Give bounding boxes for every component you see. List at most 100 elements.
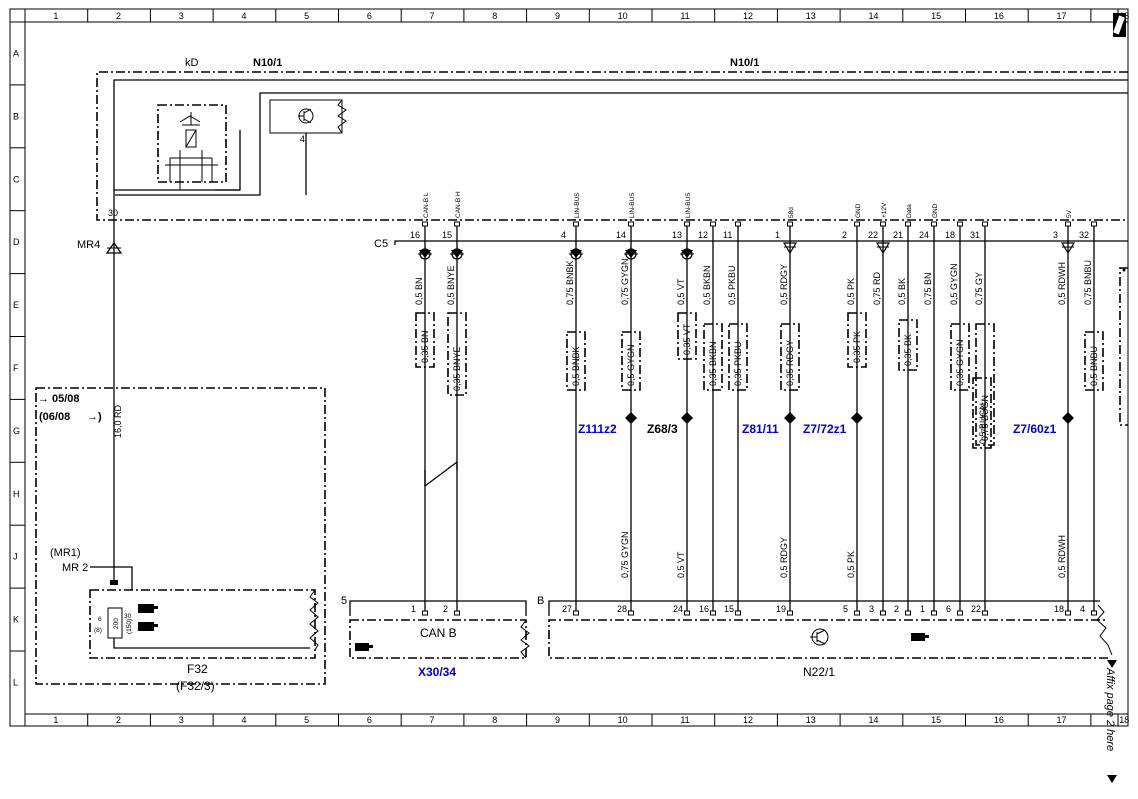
frame (9, 8, 1129, 727)
transistor-icon (298, 108, 314, 124)
grid-col-1: 1 (53, 11, 58, 21)
pin-num-p31: 31 (970, 230, 980, 240)
pin-signal-p22: +12V (881, 202, 888, 218)
pin-signal-p15: CAN-B H (455, 191, 462, 218)
grid-row-L: L (13, 677, 18, 687)
connector-5-label: 5 (341, 595, 347, 607)
hand-pointer-icon-3 (355, 643, 373, 651)
pin-num-p11: 11 (723, 230, 732, 240)
grid-col-4: 4 (241, 11, 246, 21)
n10-label-right: N10/1 (730, 57, 759, 69)
fuse-30: 30 (124, 613, 132, 620)
wire-label-p31: 0,75 GY (974, 272, 984, 305)
grid-col-6: 6 (367, 11, 372, 21)
transistor-icon-n22 (810, 628, 829, 646)
pin-bottom-p31: 22 (971, 604, 981, 614)
pin-column-p31: 31 22 0,75 GY 0,75 BUGN (970, 221, 995, 616)
grid-col-bottom-4: 4 (241, 715, 246, 725)
pin-num-p2: 2 (842, 230, 847, 240)
mr4-label: MR4 (77, 239, 100, 251)
pin-num-p22: 22 (868, 230, 878, 240)
grid-col-16: 16 (994, 11, 1004, 21)
pin-bottom-p22: 3 (869, 604, 874, 614)
pin-column-p3: 5V 3 18 0,5 RDWH 0,5 RDWH (1053, 209, 1076, 616)
fuse-pin6: 6 (98, 616, 102, 623)
wire-label-p21: 0,5 BK (897, 278, 907, 305)
wire-box-label-p2: 0,35 PK (852, 331, 862, 363)
wire-box-label-p1: 0,35 RDGY (785, 340, 795, 386)
pin-num-p1: 1 (775, 230, 780, 240)
x30-34-label: X30/34 (418, 665, 456, 679)
hand-pointer-icon-4 (911, 633, 929, 641)
grid-col-17: 17 (1057, 11, 1067, 21)
fuse-pin8: (8) (94, 627, 102, 634)
n10-label-left: N10/1 (253, 57, 282, 69)
wire-box-label-p4: 0,5 BNBK (571, 346, 581, 386)
grid-col-bottom-3: 3 (179, 715, 184, 725)
grid-row-J: J (13, 552, 18, 562)
pin-num-p13: 13 (672, 230, 682, 240)
hand-pointer-icon-2 (138, 622, 158, 631)
pin-num-p15: 15 (442, 230, 452, 240)
down-arrow-icon (1107, 660, 1117, 668)
grid-col-bottom-15: 15 (931, 715, 941, 725)
pin-num-p24: 24 (919, 230, 929, 240)
pin-bottom-p1: 19 (776, 604, 786, 614)
pin-bottom-p12: 16 (699, 604, 709, 614)
wire-low-label-p18: 0,5 BUGN (978, 403, 988, 444)
wire-low-label-p3: 0,5 RDWH (1057, 535, 1067, 578)
splice-z81-11: Z81/11 (742, 422, 779, 436)
grid-col-12: 12 (743, 11, 753, 21)
mr4-connector: MR4 (77, 220, 123, 580)
grid-col-bottom-2: 2 (116, 715, 121, 725)
date-paren: (06/08 (39, 411, 70, 423)
splice-z68-3: Z68/3 (647, 422, 678, 436)
pin-bottom-p18: 6 (946, 604, 951, 614)
wire-low-label-p2: 0,5 PK (846, 551, 856, 578)
pin-bottom-p13: 24 (673, 604, 683, 614)
splice-z111z2: Z111z2 (578, 422, 617, 436)
date-arrow-icon-2: →) (87, 411, 102, 423)
wire-label-p14: 0,75 GYGN (620, 258, 630, 305)
corner-marker-icon (1113, 13, 1126, 37)
pin-bottom-p3: 18 (1054, 604, 1064, 614)
pin-num-p32: 32 (1079, 230, 1089, 240)
grid-row-E: E (13, 300, 19, 310)
wire-box-label-p31: 0,75 BUGN (980, 395, 990, 441)
grid-col-7: 7 (430, 11, 435, 21)
wire-label-p13: 0,5 VT (676, 278, 686, 305)
connector-c5: C5 (374, 238, 1128, 250)
wire-label-p3: 0,5 RDWH (1057, 262, 1067, 305)
pin-signal-p3: 5V (1066, 209, 1073, 218)
grid-col-bottom-5: 5 (304, 715, 309, 725)
pin-bottom-p15: 2 (443, 604, 448, 614)
pin-num-p21: 21 (893, 230, 903, 240)
f32-3-label: (F32/3) (176, 679, 215, 693)
grid-row-B: B (13, 111, 19, 121)
grid-col-3: 3 (179, 11, 184, 21)
pin-signal-p24: GND (932, 203, 939, 218)
pin-signal-p14: LIN-BUS (629, 192, 636, 218)
kd-label: kD (185, 57, 199, 69)
wire-label-p1: 0,5 RDGY (779, 264, 789, 305)
connector-b-label: B (537, 595, 544, 607)
grid-col-bottom-17: 17 (1057, 715, 1067, 725)
grid-col-13: 13 (806, 11, 816, 21)
wire-low-label-p13: 0,5 VT (676, 551, 686, 578)
module-x30-34: 5 CAN B X30/34 (341, 595, 530, 679)
pin-num-p3: 3 (1053, 230, 1058, 240)
date-from: 05/08 (52, 393, 80, 405)
pin-num-p18: 18 (945, 230, 955, 240)
mr2-label: MR 2 (62, 562, 88, 574)
grid-col-bottom-1: 1 (53, 715, 58, 725)
